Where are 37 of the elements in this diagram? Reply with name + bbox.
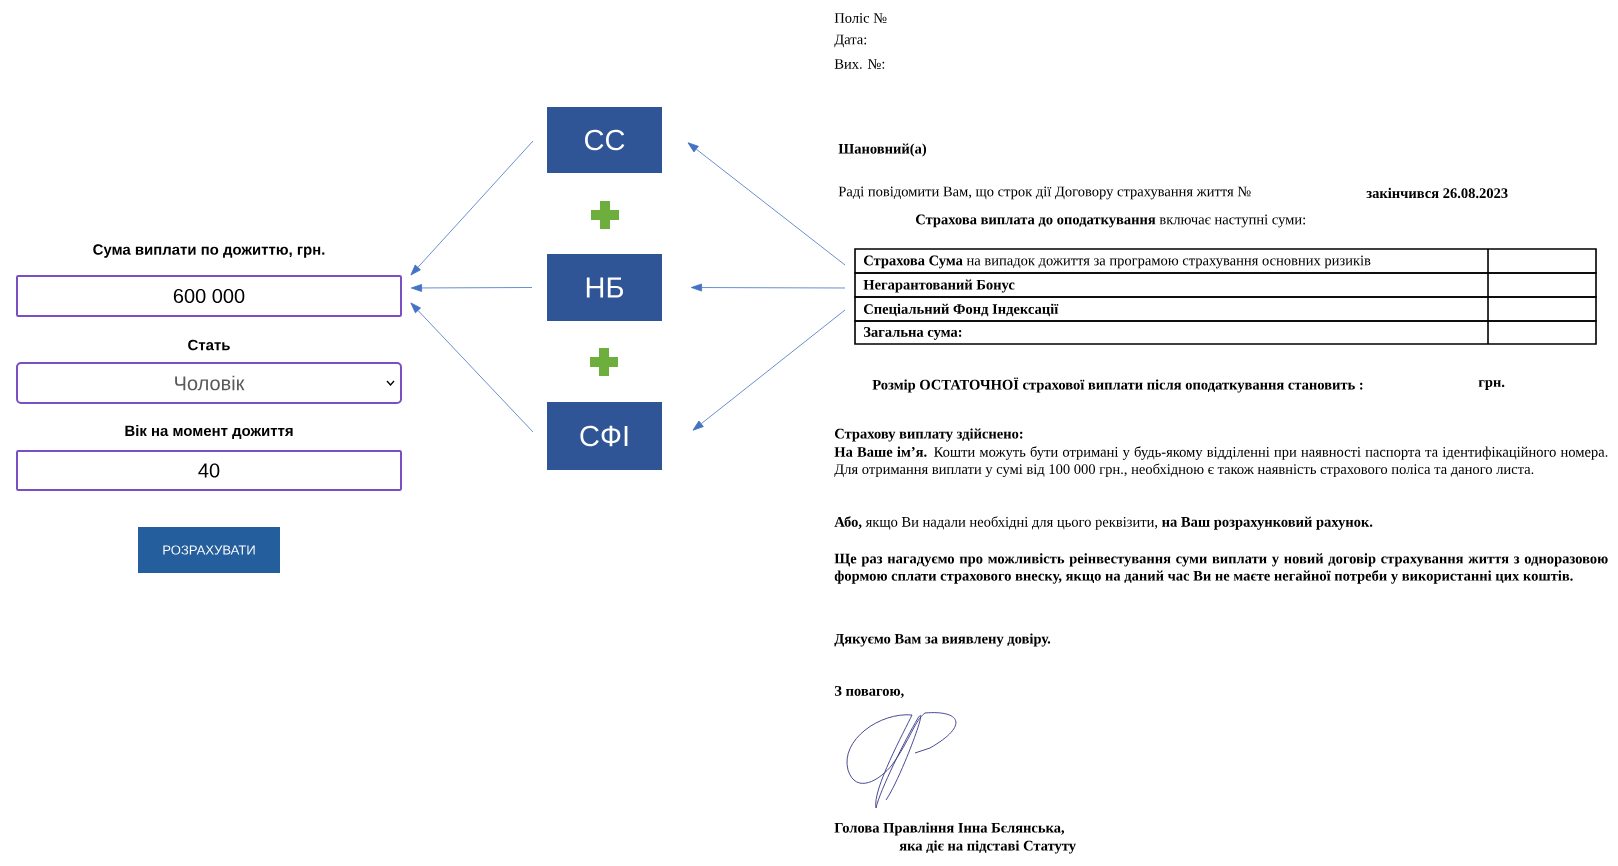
arrow: [410, 302, 534, 433]
process-box: СФІ: [547, 402, 662, 470]
arrow: [687, 142, 846, 266]
field-label: Вік на момент дожиття: [125, 425, 293, 439]
letter-text: закінчився 26.08.2023: [1366, 187, 1508, 199]
table-row: Страхова Сума на випадок дожиття за програмою страхування основних ризиків: [854, 248, 1597, 274]
letter-text: Розмір ОСТАТОЧНОЇ страхової виплати після оподаткування становить :: [872, 377, 1363, 393]
letter-text: Або, якщо Ви надали необхідні для цього реквізити, на Ваш розрахунковий рахунок.: [834, 516, 1373, 530]
arrow: [410, 140, 534, 276]
arrow: [410, 284, 533, 292]
table-row: Негарантований Бонус: [854, 272, 1597, 298]
arrow: [690, 283, 846, 292]
table-row: Загальна сума:: [854, 320, 1597, 345]
letter-text: Страхова виплата до оподаткування включає наступні суми:: [916, 214, 1305, 228]
letter-text: яка діє на підставі Статуту: [899, 840, 1076, 854]
letter-text: Страхову виплату здійснено:: [835, 428, 1023, 442]
input-field: 40: [16, 450, 402, 491]
table-row: Спеціальний Фонд Індексації: [854, 296, 1597, 322]
letter-text: Вих. №:: [834, 59, 885, 69]
field-label: Стать: [188, 339, 230, 351]
dropdown-select: Чоловік: [16, 362, 402, 404]
letter-text: Дата:: [834, 34, 867, 48]
letter-text: грн.: [1478, 380, 1505, 390]
paragraph: Ще раз нагадуємо про можливість реінвестування суми виплати у новий договір страхування життя з одноразовою формою сплати страхового внеску, якщо на даний час Ви не маєте негайної потреби у використанні цих коштів.: [834, 553, 1608, 584]
letter-text: З повагою,: [834, 686, 904, 698]
field-label: Сума виплати по дожиттю, грн.: [93, 244, 325, 258]
arrow: [692, 309, 846, 431]
letter-text: Поліс №: [834, 13, 887, 23]
letter-text: Дякуємо Вам за виявлену довіру.: [834, 633, 1051, 647]
input-field: 600 000: [16, 275, 402, 317]
process-box: СС: [547, 107, 662, 173]
process-box: НБ: [547, 254, 662, 321]
paragraph: На Ваше ім’я. Кошти можуть бути отримані у будь-якому відділенні при наявності паспорта та ідентифікаційного номера. Для отримання виплати у сумі від 100 000 грн., необхідною є також наявність страхового поліса та даного листа.: [834, 446, 1608, 478]
letter-text: Голова Правління Інна Бєлянська,: [834, 822, 1065, 836]
calculate-button: РОЗРАХУВАТИ: [138, 527, 280, 573]
letter-text: Шановний(а): [838, 143, 927, 157]
letter-text: Раді повідомити Вам, що строк дії Договору страхування життя №: [838, 186, 1251, 200]
